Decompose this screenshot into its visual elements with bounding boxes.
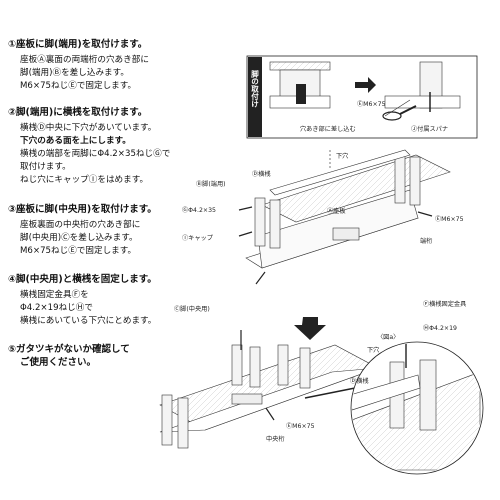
label-crossbar-2: Ⓓ横桟 — [350, 377, 369, 385]
middle-assembly-drawing: Ⓑ脚(端用) Ⓓ横桟 下穴 ⒼΦ4.2×35 Ⓘキャップ Ⓐ座板 ⒺM6×75 … — [182, 149, 464, 285]
step-5: ⑤ガタツキがないか確認して ご使用ください。 — [8, 343, 130, 369]
label-end-beam: 端桁 — [420, 237, 432, 245]
step-4: ④脚(中央用)と横桟を固定します。 横桟固定金具Ⓕを Φ4.2×19ねじⒽで 横… — [8, 273, 157, 328]
label-screw-e: ⒺM6×75 — [435, 215, 464, 223]
label-cap: Ⓘキャップ — [182, 234, 214, 242]
step-4-title: ④脚(中央用)と横桟を固定します。 — [8, 274, 157, 285]
step-4-line-1: 横桟固定金具Ⓕを — [20, 290, 89, 300]
label-pilot-hole-2: 下穴 — [367, 346, 379, 354]
step-5-title: ⑤ガタツキがないか確認して — [8, 344, 130, 355]
step-2-line-2: 下穴のある面を上にします。 — [20, 136, 131, 146]
inset-wrench-label: Ⓙ付属スパナ — [411, 125, 448, 133]
step-4-line-3: 横桟にあいている下穴にとめます。 — [20, 316, 157, 326]
label-crossbar: Ⓓ横桟 — [252, 170, 271, 178]
step-2-line-1: 横桟Ⓓ中央に下穴があいています。 — [20, 123, 157, 133]
step-1-line-1: 座板Ⓐ裏面の両端桁の穴あき部に — [20, 55, 149, 65]
label-center-beam: 中央桁 — [266, 435, 285, 443]
inset-leg-attachment: 脚の取付け ⒺM6×75 穴あき部に差し込む Ⓙ付属スパナ — [246, 55, 478, 139]
step-1: ①座板に脚(端用)を取付けます。 座板Ⓐ裏面の両端桁の穴あき部に 脚(端用)Ⓑを… — [8, 38, 149, 93]
inset-hole-note: 穴あき部に差し込む — [300, 125, 356, 133]
inset-side-label: 脚の取付け — [250, 69, 259, 109]
label-bracket: Ⓕ横桟固定金具 — [423, 300, 466, 308]
inset-side-tab — [248, 57, 262, 137]
label-figure-a: 〈図a〉 — [377, 334, 399, 341]
step-1-line-3: M6×75ねじⒺで固定します。 — [20, 81, 137, 91]
down-arrow — [294, 317, 326, 340]
inset-screw-label: ⒺM6×75 — [357, 100, 386, 108]
step-3-line-2: 脚(中央用)Ⓒを差し込みます。 — [20, 233, 138, 243]
step-3-line-1: 座板裏面の中央桁の穴あき部に — [20, 220, 141, 230]
step-2-line-3: 横桟の端部を両脚にΦ4.2×35ねじⒼで — [20, 149, 171, 159]
label-screw-e-2: ⒺM6×75 — [286, 422, 315, 430]
bottom-assembly-drawing: Ⓒ脚(中央用) ⒺM6×75 中央桁 — [159, 305, 379, 449]
step-3-title: ③座板に脚(中央用)を取付けます。 — [8, 204, 157, 215]
step-1-title: ①座板に脚(端用)を取付けます。 — [8, 39, 148, 50]
step-2-title: ②脚(端用)に横桟を取付けます。 — [8, 107, 148, 118]
label-leg-end: Ⓑ脚(端用) — [196, 180, 226, 188]
step-5-line-1: ご使用ください。 — [20, 357, 97, 368]
step-2-line-4: 取付けます。 — [20, 162, 71, 172]
label-screw-g: ⒼΦ4.2×35 — [182, 206, 216, 214]
label-screw-h: ⒽΦ4.2×19 — [423, 324, 457, 332]
figure-a-detail: 〈図a〉 Ⓕ横桟固定金具 ⒽΦ4.2×19 下穴 Ⓓ横桟 — [350, 300, 484, 475]
label-leg-center: Ⓒ脚(中央用) — [174, 305, 210, 313]
step-3: ③座板に脚(中央用)を取付けます。 座板裏面の中央桁の穴あき部に 脚(中央用)Ⓒ… — [8, 203, 157, 258]
step-2-line-5: ねじ穴にキャップⒾをはめます。 — [20, 175, 149, 185]
step-3-line-3: M6×75ねじⒺで固定します。 — [20, 246, 137, 256]
step-4-line-2: Φ4.2×19ねじⒽで — [20, 303, 93, 313]
label-pilot-hole: 下穴 — [336, 152, 348, 160]
step-2: ②脚(端用)に横桟を取付けます。 横桟Ⓓ中央に下穴があいています。 下穴のある面… — [8, 106, 170, 187]
label-seat: Ⓐ座板 — [327, 207, 346, 215]
step-1-line-2: 脚(端用)Ⓑを差し込みます。 — [20, 68, 129, 78]
